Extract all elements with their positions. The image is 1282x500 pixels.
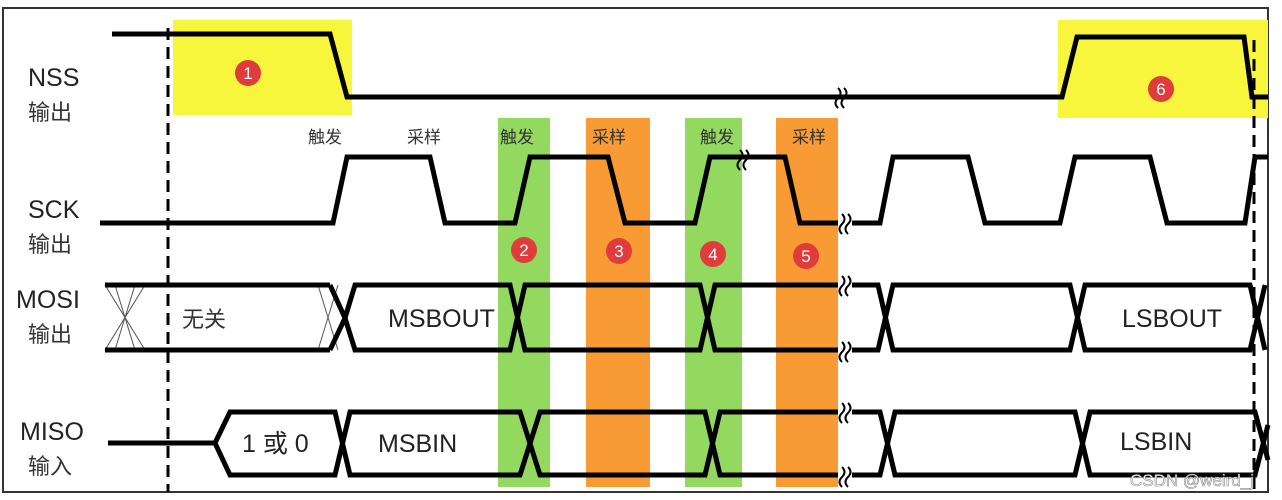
marker-6: 6 [1148, 76, 1174, 102]
miso-lsb-text: LSBIN [1120, 428, 1192, 456]
miso-initial-text: 1 或 0 [242, 430, 309, 458]
edge-label-trigger: 触发 [700, 128, 734, 148]
nss-waveform [112, 31, 1268, 100]
mosi-dont-care-text: 无关 [182, 308, 226, 333]
nss-label: NSS [28, 64, 79, 92]
mosi-msb-text: MSBOUT [388, 305, 495, 333]
svg-text:2: 2 [519, 241, 528, 260]
marker-1: 1 [235, 60, 261, 86]
edge-label-trigger: 触发 [308, 128, 342, 148]
mosi-waveform [104, 282, 1268, 353]
marker-2: 2 [511, 237, 537, 263]
miso-msb-text: MSBIN [378, 430, 457, 458]
marker-4: 4 [700, 241, 726, 267]
sck-waveform [100, 154, 838, 226]
svg-text:4: 4 [708, 245, 717, 264]
mosi-dir-label: 输出 [28, 323, 72, 348]
mosi-lsb-text: LSBOUT [1122, 305, 1222, 333]
miso-label: MISO [20, 418, 84, 446]
highlight-sample-1 [586, 118, 650, 487]
marker-3: 3 [606, 238, 632, 264]
svg-text:1: 1 [243, 64, 252, 83]
svg-text:5: 5 [801, 247, 810, 266]
edge-label-sample: 采样 [407, 128, 441, 148]
marker-5: 5 [793, 243, 819, 269]
sck-label: SCK [28, 196, 80, 224]
edge-label-sample: 采样 [592, 128, 626, 148]
edge-label-sample: 采样 [792, 128, 826, 148]
sck-dir-label: 输出 [28, 233, 72, 258]
highlight-sample-2 [776, 118, 838, 487]
watermark: CSDN @weird_j [1130, 471, 1254, 490]
svg-text:3: 3 [614, 242, 623, 261]
miso-waveform [108, 409, 1271, 478]
svg-text:6: 6 [1156, 80, 1165, 99]
mosi-label: MOSI [16, 286, 80, 314]
edge-label-trigger: 触发 [500, 128, 534, 148]
break-marks [736, 87, 852, 488]
nss-dir-label: 输出 [28, 101, 72, 126]
miso-dir-label: 输入 [28, 455, 72, 480]
sck-waveform-cont [852, 154, 1268, 226]
